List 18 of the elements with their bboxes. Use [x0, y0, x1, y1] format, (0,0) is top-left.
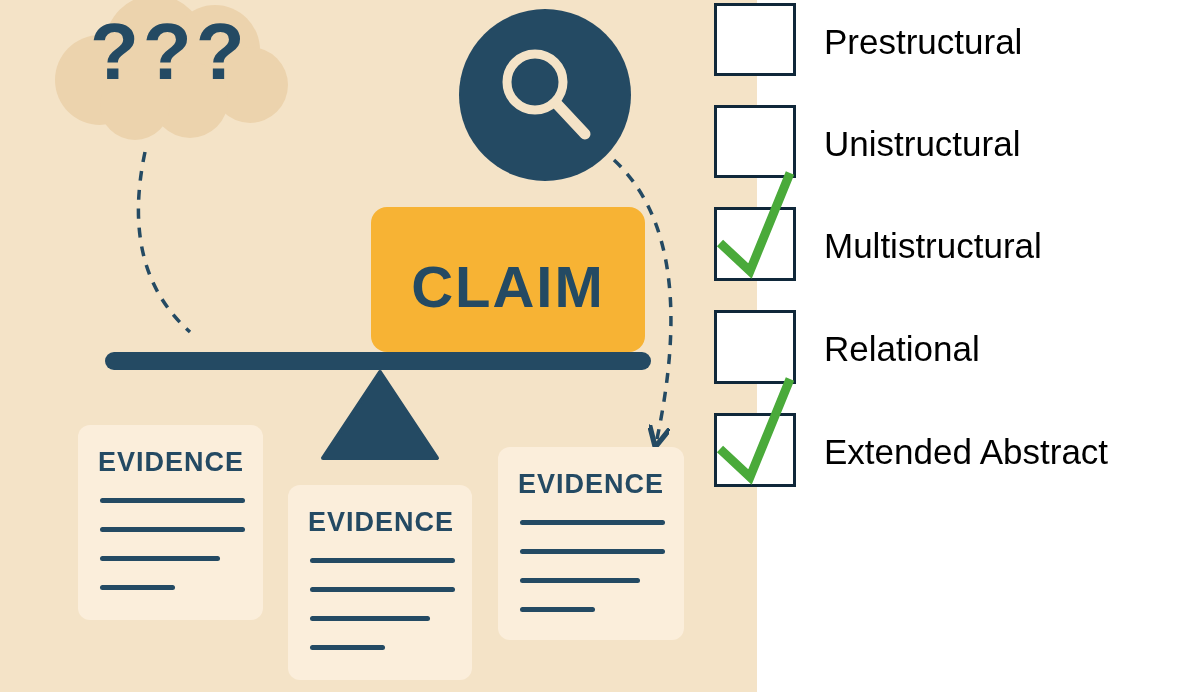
card-heading: EVIDENCE — [308, 509, 452, 536]
claim-box — [371, 207, 645, 352]
checkbox — [714, 310, 796, 384]
question-marks: ??? — [90, 12, 249, 92]
card-heading: EVIDENCE — [518, 471, 664, 498]
checkbox — [714, 3, 796, 76]
claim-text: CLAIM — [411, 253, 605, 321]
dashed-arrow — [612, 158, 673, 450]
evidence-card — [78, 425, 263, 620]
level-label: Extended Abstract — [824, 434, 1109, 469]
evidence-card — [498, 447, 684, 640]
evidence-card — [288, 485, 472, 680]
level-label: Prestructural — [824, 24, 1023, 59]
checkbox — [714, 105, 796, 178]
level-label: Relational — [824, 331, 980, 366]
card-heading: EVIDENCE — [98, 449, 243, 476]
level-label: Multistructural — [824, 228, 1042, 263]
level-label: Unistructural — [824, 126, 1021, 161]
